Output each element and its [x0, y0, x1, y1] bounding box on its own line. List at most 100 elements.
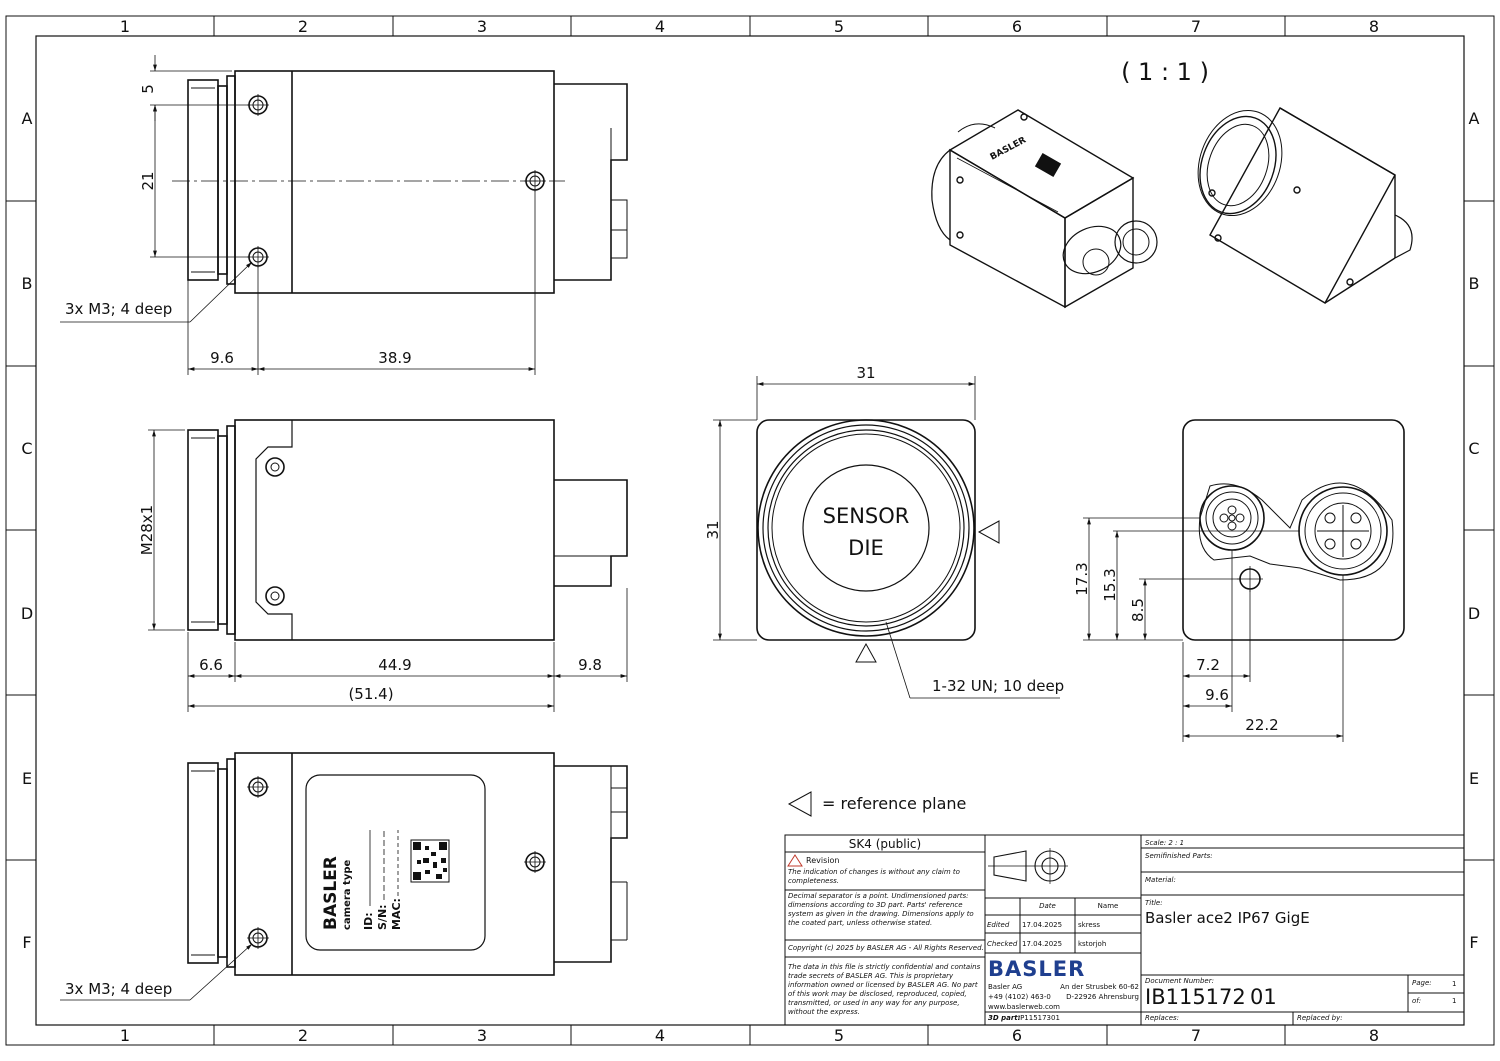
company-street: An der Strusbek 60-62	[1060, 983, 1139, 991]
reference-plane-marker-right	[977, 520, 1000, 544]
company-logo: BASLER	[988, 957, 1086, 981]
label-type: camera type	[342, 860, 353, 930]
col-label: 4	[655, 1026, 665, 1045]
col-label: 3	[477, 17, 487, 36]
dim-7-2: 7.2	[1196, 656, 1220, 674]
m3-note-top: 3x M3; 4 deep	[65, 300, 172, 318]
dim-6-6: 6.6	[199, 656, 223, 674]
copyright: Copyright (c) 2025 by BASLER AG - All Ri…	[788, 944, 984, 952]
col-label: 6	[1012, 17, 1022, 36]
part-value: IP11517301	[1018, 1014, 1060, 1022]
material: Material:	[1145, 876, 1176, 884]
thread-note: 1-32 UN; 10 deep	[932, 677, 1064, 695]
side-view	[187, 419, 628, 641]
revision-icon	[787, 854, 803, 867]
drawing-notes: Decimal separator is a point. Undimensio…	[788, 892, 974, 927]
name-header: Name	[1097, 902, 1119, 910]
row-label: F	[1469, 933, 1478, 952]
checked-date: 17.04.2025	[1022, 940, 1063, 948]
title-block-lines	[784, 834, 1465, 1026]
title-label: Title:	[1145, 899, 1163, 907]
revision-text: The indication of changes is without any…	[788, 868, 960, 885]
dim-17-3: 17.3	[1073, 562, 1091, 595]
scale: Scale: 2 : 1	[1145, 839, 1185, 847]
dim-44-9: 44.9	[378, 656, 411, 674]
camera-label-plate	[305, 774, 486, 951]
iso-brand: BASLER	[989, 135, 1028, 162]
scale-note: ( 1 : 1 )	[1121, 58, 1209, 86]
part-label: 3D part:	[988, 1014, 1021, 1022]
col-label: 2	[298, 1026, 308, 1045]
front-view	[756, 419, 1000, 663]
edited-date: 17.04.2025	[1022, 921, 1063, 929]
company-name: Basler AG	[988, 983, 1023, 991]
row-label: B	[22, 274, 33, 293]
row-label: A	[22, 109, 33, 128]
col-label: 4	[655, 17, 665, 36]
label-sn: S/N:	[376, 904, 389, 930]
checked-name: kstorjoh	[1078, 940, 1107, 948]
row-label: C	[1468, 439, 1479, 458]
back-view	[1182, 419, 1405, 641]
col-label: 2	[298, 17, 308, 36]
company-phone: +49 (4102) 463-0	[988, 993, 1051, 1001]
row-label: D	[21, 604, 33, 623]
company-city: D-22926 Ahrensburg	[1066, 993, 1139, 1001]
bottom-view	[60, 752, 628, 1001]
iso-view-back	[1197, 107, 1413, 304]
col-label: 5	[834, 17, 844, 36]
outer-frame	[5, 15, 1495, 1046]
label-id: ID:	[362, 912, 375, 930]
edited-label: Edited	[987, 921, 1010, 929]
page-count: 1	[1452, 997, 1457, 1005]
iso-view-front	[931, 109, 1158, 309]
col-label: 1	[120, 17, 130, 36]
semifinished-parts: Semifinished Parts:	[1145, 852, 1213, 860]
row-label: D	[1468, 604, 1480, 623]
dim-51-4: (51.4)	[348, 685, 393, 703]
reference-plane-legend: = reference plane	[822, 794, 966, 813]
dim-22-2: 22.2	[1245, 716, 1278, 734]
edited-name: skress	[1078, 921, 1101, 929]
row-label: E	[1469, 769, 1479, 788]
confidentiality-note: The data in this file is strictly confid…	[788, 963, 981, 1016]
col-label: 8	[1369, 1026, 1379, 1045]
top-view-dimensions	[60, 55, 536, 375]
col-label: 3	[477, 1026, 487, 1045]
replaces: Replaces:	[1145, 1014, 1180, 1022]
row-label: A	[1469, 109, 1480, 128]
row-label: B	[1469, 274, 1480, 293]
page-number: 1	[1452, 980, 1457, 988]
page-label: Page:	[1412, 979, 1432, 987]
dim-31-height: 31	[704, 520, 722, 539]
of-label: of:	[1412, 997, 1422, 1005]
sensor-label-2: DIE	[848, 536, 884, 560]
drawing-title: Basler ace2 IP67 GigE	[1145, 909, 1310, 927]
back-view-dimensions	[1083, 517, 1344, 742]
col-label: 7	[1191, 1026, 1201, 1045]
camera-label-text: BASLER camera type ID: S/N: MAC:	[321, 830, 403, 930]
col-label: 5	[834, 1026, 844, 1045]
dim-9-6-back: 9.6	[1205, 686, 1229, 704]
dim-21: 21	[139, 171, 157, 190]
dim-m28: M28x1	[138, 505, 156, 555]
col-label: 1	[120, 1026, 130, 1045]
dim-9-8: 9.8	[578, 656, 602, 674]
dim-15-3: 15.3	[1101, 568, 1119, 601]
checked-label: Checked	[987, 940, 1018, 948]
docnum-label: Document Number:	[1145, 977, 1214, 985]
dim-38-9: 38.9	[378, 349, 411, 367]
revision-label: Revision	[806, 856, 840, 865]
dim-9-6-top: 9.6	[210, 349, 234, 367]
replaced-by: Replaced by:	[1297, 1014, 1343, 1022]
document-revision: 01	[1250, 985, 1277, 1009]
label-mac: MAC:	[390, 898, 403, 930]
date-header: Date	[1039, 902, 1056, 910]
sensor-label-1: SENSOR	[823, 504, 910, 528]
col-label: 7	[1191, 17, 1201, 36]
row-label: C	[21, 439, 32, 458]
col-label: 8	[1369, 17, 1379, 36]
side-view-dimensions	[148, 429, 628, 712]
dim-8-5: 8.5	[1129, 598, 1147, 622]
